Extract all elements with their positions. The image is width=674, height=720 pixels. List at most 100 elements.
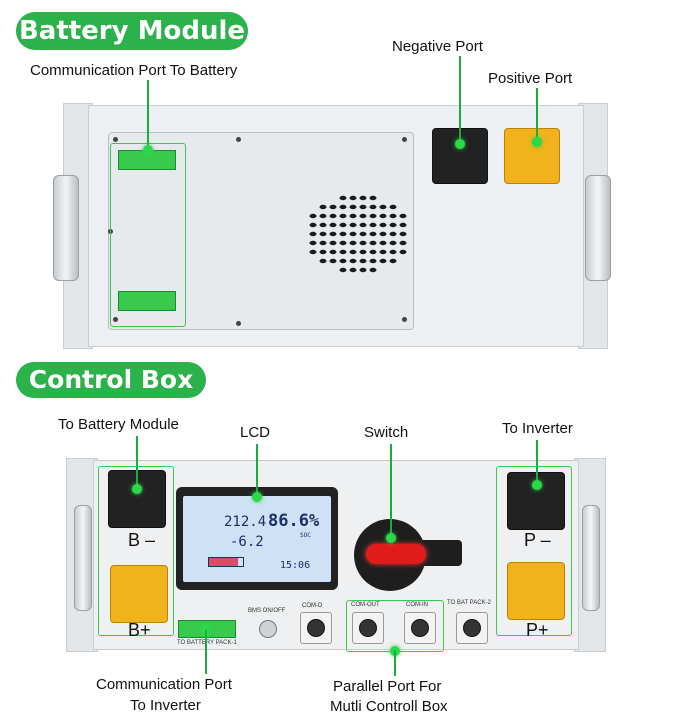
b-plus-label: B+: [128, 620, 151, 640]
grille-hole: [369, 258, 377, 264]
grille-hole: [389, 204, 397, 210]
bat-pack-2-port[interactable]: [456, 612, 488, 644]
grille-hole: [389, 222, 397, 228]
comm-port-battery-label: Communication Port To Battery: [30, 62, 238, 79]
grille-hole: [309, 240, 317, 246]
battery-module-title: Battery Module: [16, 12, 248, 50]
grille-hole: [319, 213, 327, 219]
screw: [113, 137, 118, 142]
grille-hole: [369, 195, 377, 201]
grille-hole: [329, 213, 337, 219]
com-in-text: COM-IN: [406, 602, 428, 608]
com-d-port[interactable]: [300, 612, 332, 644]
grille-hole: [329, 249, 337, 255]
grille-hole: [379, 258, 387, 264]
grille-hole: [359, 258, 367, 264]
grille-hole: [339, 204, 347, 210]
grille-hole: [349, 213, 357, 219]
grille-hole: [349, 267, 357, 273]
control-handle-left: [74, 505, 92, 611]
grille-hole: [309, 222, 317, 228]
lcd-battery-bar: [208, 557, 244, 567]
lcd-label: LCD: [240, 424, 271, 441]
battery-positive-terminal[interactable]: [504, 128, 560, 184]
p-plus-terminal[interactable]: [507, 562, 565, 620]
com-out-port[interactable]: [352, 612, 384, 644]
grille-hole: [359, 213, 367, 219]
grille-hole: [399, 240, 407, 246]
grille-hole: [339, 222, 347, 228]
grille-hole: [389, 240, 397, 246]
grille-hole: [309, 249, 317, 255]
grille-hole: [319, 204, 327, 210]
battery-comm-connector-bottom[interactable]: [118, 291, 176, 311]
grille-hole: [349, 249, 357, 255]
screw: [113, 317, 118, 322]
grille-hole: [359, 249, 367, 255]
grille-hole: [319, 231, 327, 237]
grille-hole: [399, 249, 407, 255]
screw: [236, 137, 241, 142]
b-plus-terminal[interactable]: [110, 565, 168, 623]
grille-hole: [359, 231, 367, 237]
lcd-current: -6.2: [230, 534, 264, 550]
positive-port-marker: [532, 137, 542, 147]
grille-hole: [329, 222, 337, 228]
grille-hole: [339, 240, 347, 246]
screw: [402, 317, 407, 322]
grille-hole: [369, 240, 377, 246]
comm-port-battery-leader: [147, 80, 149, 150]
bms-onoff-button[interactable]: [259, 620, 277, 638]
grille-hole: [329, 258, 337, 264]
grille-hole: [339, 213, 347, 219]
grille-hole: [399, 213, 407, 219]
battery-module-title-text: Battery Module: [18, 16, 246, 46]
grille-hole: [369, 222, 377, 228]
positive-port-label: Positive Port: [488, 70, 573, 87]
grille-hole: [339, 195, 347, 201]
grille-hole: [379, 222, 387, 228]
grille-hole: [389, 213, 397, 219]
com-in-port[interactable]: [404, 612, 436, 644]
grille-hole: [329, 204, 337, 210]
comm-port-inverter-label-line2: To Inverter: [130, 697, 201, 714]
parallel-port-leader: [394, 650, 396, 676]
com-out-text: COM-OUT: [351, 602, 380, 608]
negative-port-label: Negative Port: [392, 38, 483, 55]
grille-hole: [309, 213, 317, 219]
parallel-port-label-line2: Mutli Controll Box: [330, 698, 448, 715]
lcd-leader: [256, 444, 258, 496]
grille-hole: [349, 231, 357, 237]
battery-handle-right: [585, 175, 611, 281]
to-bat-pack-2-text: TO BAT PACK-2: [447, 600, 491, 606]
grille-hole: [319, 249, 327, 255]
switch-red-indicator: [366, 544, 426, 564]
comm-port-battery-marker: [143, 145, 153, 155]
grille-hole: [379, 240, 387, 246]
lcd-battery-fill: [209, 558, 238, 566]
p-minus-label: P –: [524, 530, 551, 550]
to-battery-module-marker: [132, 484, 142, 494]
grille-hole: [369, 204, 377, 210]
grille-hole: [329, 240, 337, 246]
grille-hole: [349, 195, 357, 201]
lcd-soc-value: 86.6%: [268, 511, 320, 531]
grille-hole: [349, 222, 357, 228]
to-battery-module-label: To Battery Module: [58, 416, 179, 433]
grille-hole: [369, 231, 377, 237]
lcd-marker: [252, 492, 262, 502]
to-inverter-marker: [532, 480, 542, 490]
bms-onoff-text: BMS ON/OFF: [248, 608, 286, 614]
lcd-soc-label: SOC: [300, 532, 311, 539]
com-d-text: COM-D: [302, 603, 323, 609]
grille-hole: [339, 249, 347, 255]
switch-label: Switch: [364, 424, 409, 441]
speaker-grille: [309, 195, 407, 273]
lcd-time: 15:06: [280, 560, 311, 571]
grille-hole: [389, 231, 397, 237]
grille-hole: [399, 222, 407, 228]
grille-hole: [319, 258, 327, 264]
to-inverter-highlight: [496, 466, 572, 636]
screw: [236, 321, 241, 326]
lcd-screen: [183, 496, 331, 582]
